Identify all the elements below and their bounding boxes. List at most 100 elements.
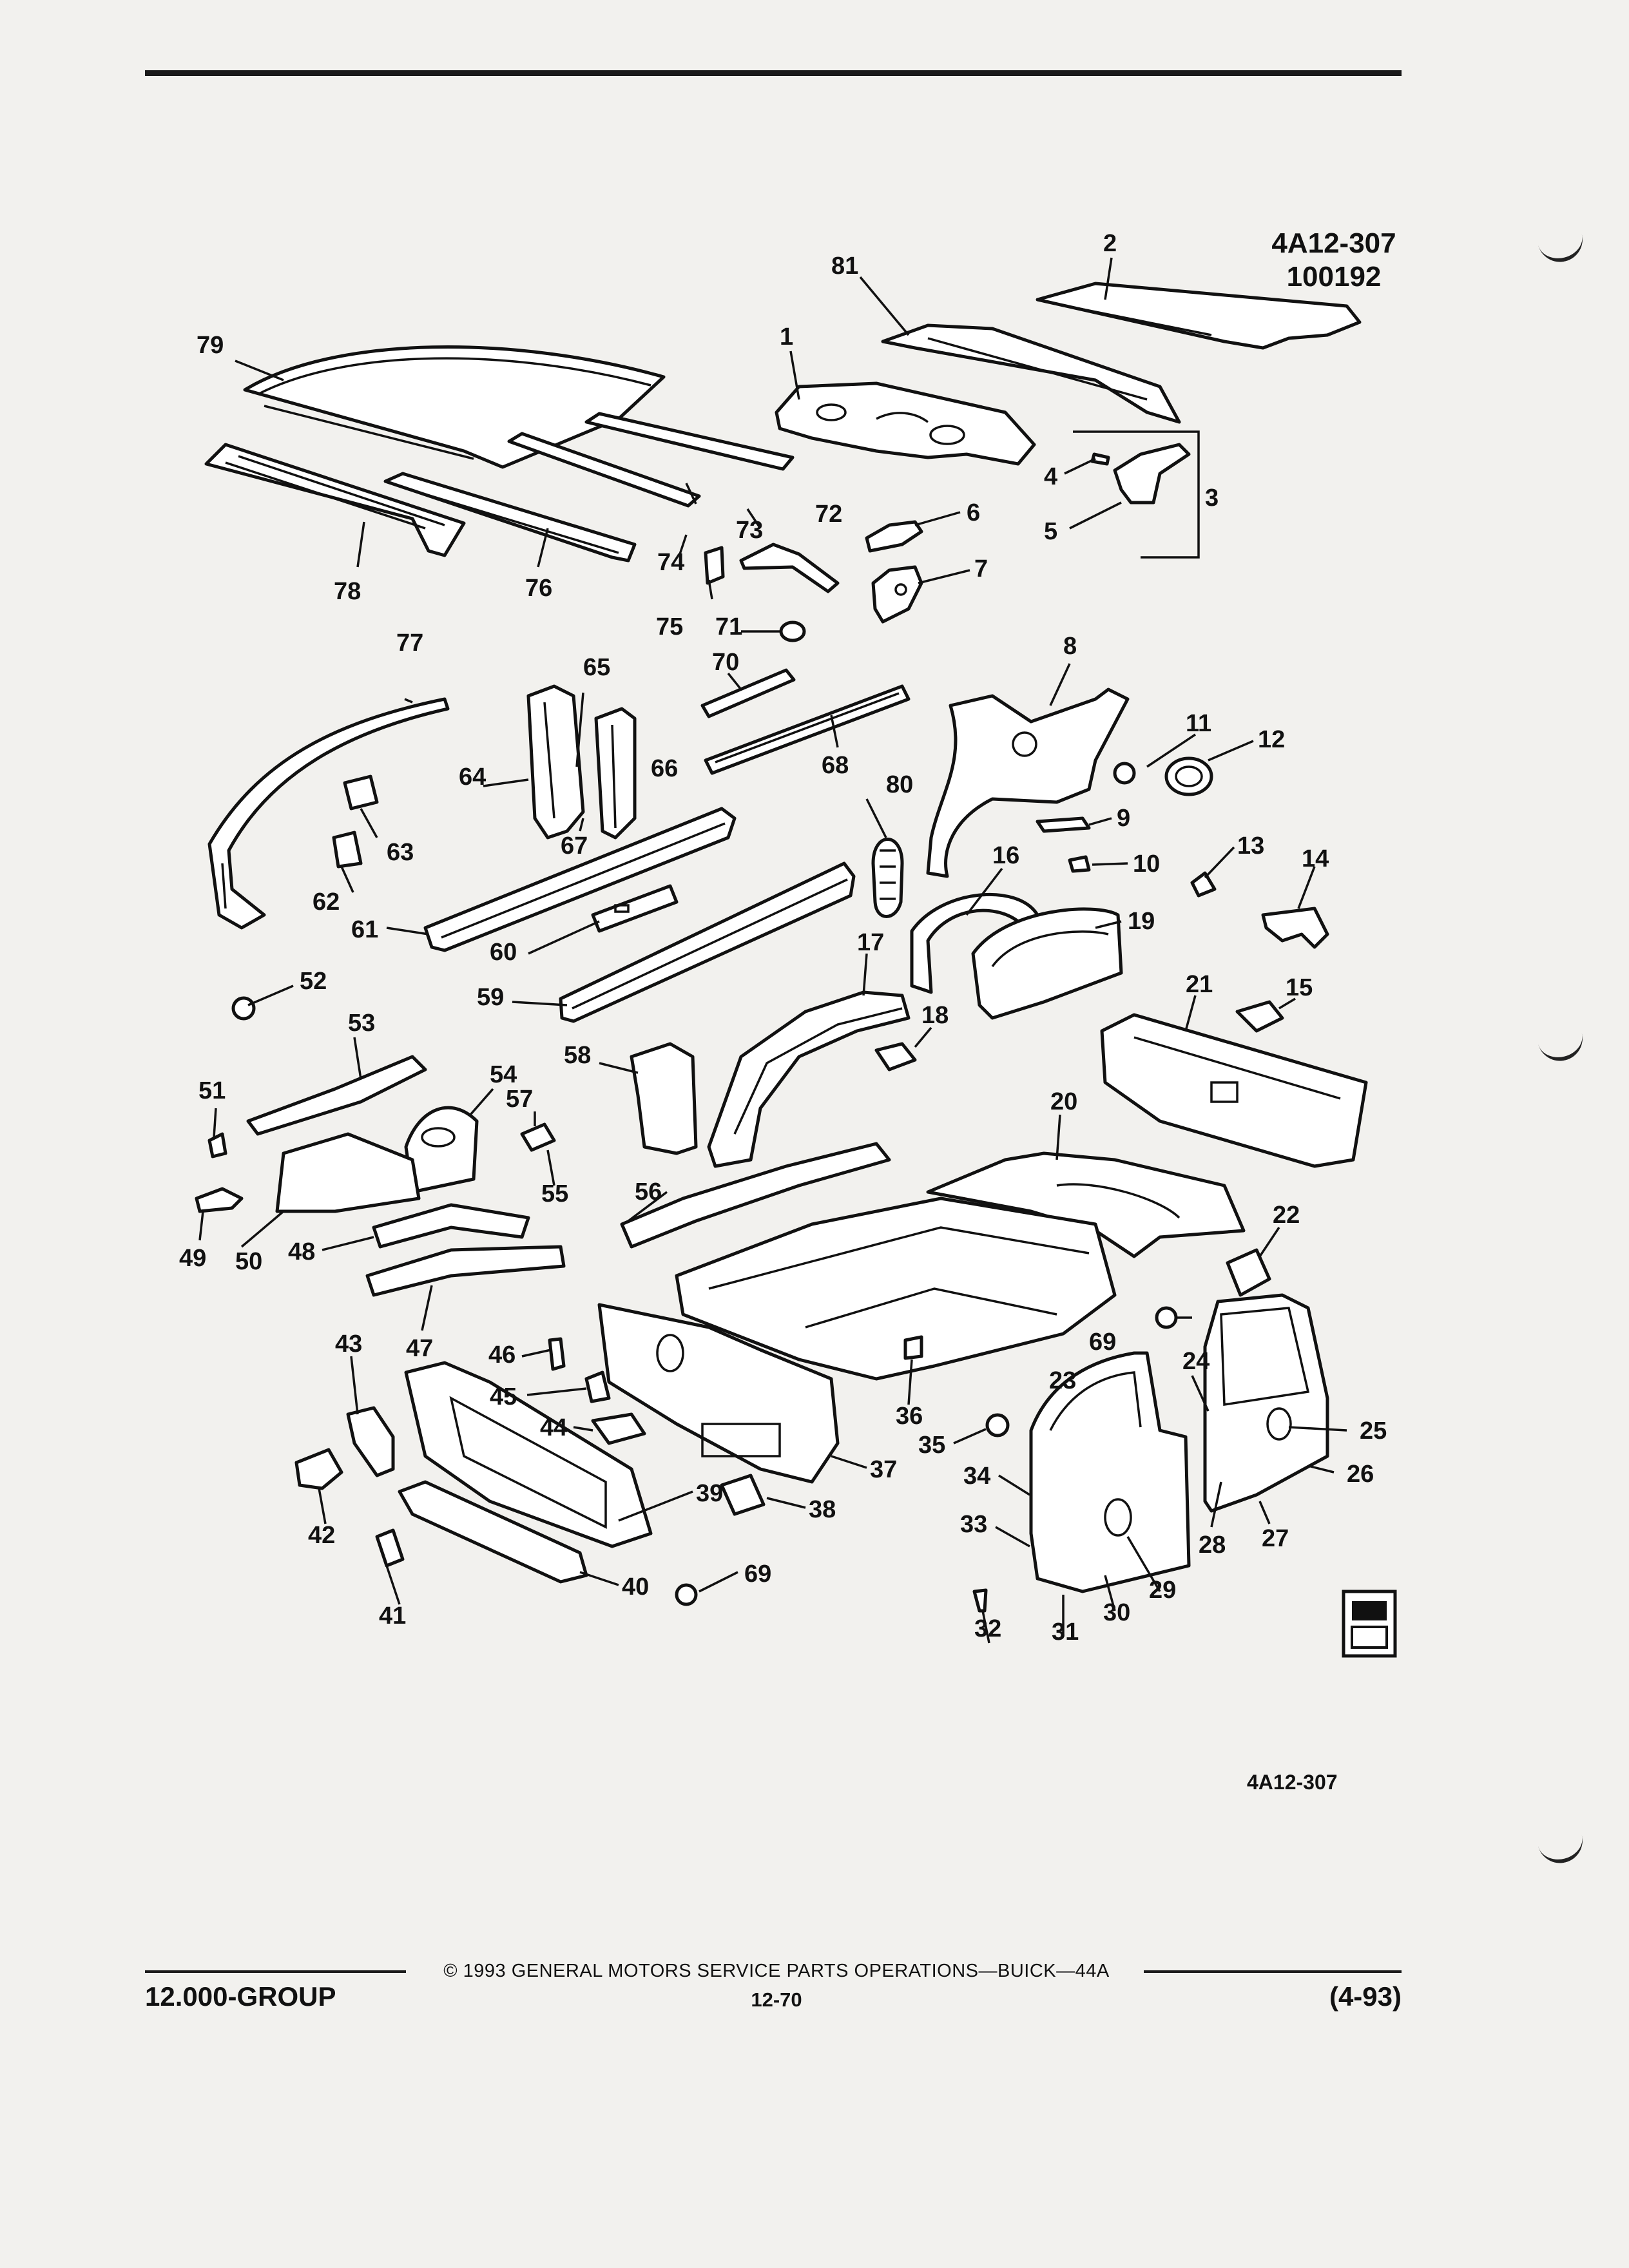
callout-68: 68 (822, 752, 849, 779)
footer-copyright: © 1993 GENERAL MOTORS SERVICE PARTS OPER… (443, 1961, 1110, 1981)
callout-50: 50 (235, 1248, 262, 1275)
callout-20: 20 (1050, 1088, 1077, 1115)
callout-74: 74 (657, 549, 684, 576)
part-rocker-reinforcement-60 (591, 884, 679, 933)
part-grommet-80 (871, 838, 904, 918)
part-roof-bow-center (507, 432, 701, 508)
part-plug-71 (779, 620, 806, 642)
part-roof-bow (383, 472, 637, 562)
callout-40: 40 (622, 1573, 649, 1600)
callout-38: 38 (809, 1496, 836, 1523)
part-rocker-inner-61 (423, 807, 737, 952)
part-bracket-75 (704, 546, 725, 585)
part-clip-13 (1190, 871, 1217, 898)
part-bracket-22 (1226, 1248, 1271, 1297)
callout-77: 77 (396, 629, 423, 657)
callout-14: 14 (1302, 845, 1329, 872)
part-front-rail-47 (365, 1245, 566, 1297)
callout-24: 24 (1182, 1348, 1210, 1375)
part-center-pillar-66 (594, 707, 637, 840)
callout-69: 69 (1089, 1329, 1116, 1356)
callout-43: 43 (335, 1331, 362, 1358)
part-bracket-44 (591, 1412, 646, 1445)
callout-78: 78 (334, 578, 361, 605)
callout-73: 73 (736, 517, 763, 544)
figure-code: 4A12-307 (1271, 227, 1396, 259)
callout-49: 49 (179, 1245, 206, 1272)
callout-36: 36 (896, 1403, 923, 1430)
callout-4: 4 (1044, 463, 1057, 490)
callout-12: 12 (1258, 726, 1285, 753)
part-bracket-18 (874, 1042, 917, 1072)
part-front-rail-56 (620, 1142, 891, 1249)
callout-16: 16 (992, 842, 1019, 869)
part-nut-69b (675, 1583, 698, 1606)
footer-group: 12.000-GROUP (145, 1981, 336, 2012)
part-bracket-62 (332, 831, 363, 869)
callout-34: 34 (963, 1463, 990, 1490)
callout-29: 29 (1149, 1577, 1176, 1604)
part-dash-panel (597, 1303, 840, 1484)
part-front-floor-pan (675, 1196, 1117, 1381)
callout-31: 31 (1052, 1619, 1079, 1646)
callout-71: 71 (715, 613, 742, 640)
callout-81: 81 (831, 253, 858, 280)
callout-17: 17 (857, 929, 884, 956)
part-front-strut-tower (404, 1106, 479, 1194)
callout-22: 22 (1273, 1202, 1300, 1229)
callout-42: 42 (308, 1522, 335, 1549)
callout-32: 32 (974, 1615, 1001, 1642)
part-bracket-70 (700, 668, 796, 718)
callout-37: 37 (870, 1456, 897, 1483)
part-bracket-41 (375, 1528, 405, 1568)
part-bracket-72 (739, 543, 840, 593)
callout-75: 75 (656, 613, 683, 640)
callout-62: 62 (313, 889, 340, 916)
part-roof-panel (243, 345, 666, 469)
part-bracket-49 (195, 1187, 244, 1213)
callout-72: 72 (815, 501, 842, 528)
callout-60: 60 (490, 939, 517, 966)
callout-80: 80 (886, 771, 913, 798)
part-bracket-43 (346, 1406, 395, 1477)
part-bracket-14 (1261, 907, 1329, 949)
callout-23: 23 (1049, 1367, 1076, 1394)
part-front-rail-48 (372, 1203, 530, 1249)
top-rule (145, 70, 1402, 76)
callout-15: 15 (1286, 974, 1313, 1001)
callout-46: 46 (488, 1341, 516, 1369)
part-roof-bow-rear (584, 412, 795, 471)
callout-57: 57 (506, 1086, 533, 1113)
part-windshield-pillar (207, 697, 450, 930)
part-rear-window-panel (881, 323, 1181, 424)
part-clip-11 (1113, 762, 1136, 785)
part-grommet-35 (985, 1413, 1010, 1437)
part-bracket-15 (1235, 1000, 1284, 1033)
callout-19: 19 (1128, 908, 1155, 935)
part-bracket-57 (520, 1122, 556, 1152)
callout-61: 61 (351, 916, 378, 943)
callout-33: 33 (960, 1511, 987, 1538)
callout-51: 51 (198, 1077, 226, 1104)
callout-6: 6 (967, 499, 980, 526)
part-roof-side-rail (204, 443, 466, 557)
figure-id-block: 4A12-307 100192 (1247, 227, 1421, 294)
part-bracket-7 (871, 565, 923, 624)
part-bolt-32 (972, 1588, 988, 1613)
parts-layer (195, 282, 1368, 1613)
footer-page-number: 12-70 (751, 1988, 802, 2011)
callout-65: 65 (583, 654, 610, 681)
part-rocker-outer-59 (559, 861, 856, 1023)
callout-1: 1 (780, 323, 793, 351)
callout-18: 18 (921, 1002, 949, 1029)
part-bracket-9 (1036, 816, 1091, 833)
footer-rule-left (145, 1970, 406, 1973)
callout-76: 76 (525, 575, 552, 602)
part-nut-69a (1155, 1306, 1178, 1329)
leader-lines (198, 257, 1347, 1644)
part-front-door (1029, 1351, 1191, 1593)
part-bracket-38 (720, 1474, 766, 1516)
callout-35: 35 (918, 1432, 945, 1459)
part-reinforcement-68 (704, 684, 911, 775)
